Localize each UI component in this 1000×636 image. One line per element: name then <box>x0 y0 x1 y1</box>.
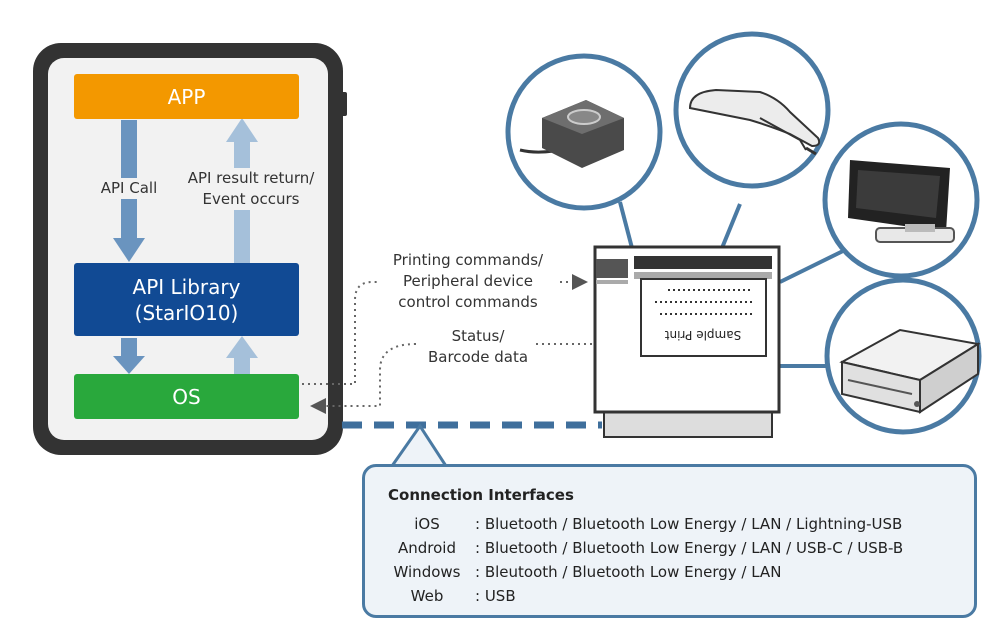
platform-name: Windows <box>393 563 461 581</box>
connection-interfaces-title: Connection Interfaces <box>388 486 574 504</box>
platform-name: Android <box>398 539 456 557</box>
receipt-sample-text: Sample Print <box>664 328 742 342</box>
platform-name: iOS <box>414 515 440 533</box>
ble-button-icon <box>505 53 663 211</box>
connection-interfaces-panel <box>362 464 977 618</box>
api-call-label: API Call <box>84 178 174 199</box>
callout-pointer <box>389 423 449 468</box>
api-library-label: API Library <box>132 274 241 299</box>
platform-interfaces: : Bleutooth / Bluetooth Low Energy / LAN <box>475 563 782 581</box>
os-label: OS <box>172 384 201 409</box>
platform-interfaces: : Bluetooth / Bluetooth Low Energy / LAN… <box>475 515 903 533</box>
api-result-label: API result return/ Event occurs <box>176 168 326 210</box>
printing-commands-label: Printing commands/ Peripheral device con… <box>392 251 544 311</box>
app-label: APP <box>167 84 206 109</box>
api-library-sublabel: (StarIO10) <box>134 300 239 325</box>
cash-drawer-icon <box>824 277 982 435</box>
platform-interfaces: : Bluetooth / Bluetooth Low Energy / LAN… <box>475 539 904 557</box>
platform-interfaces: : USB <box>475 587 516 605</box>
tablet-device <box>33 43 347 455</box>
receipt-printer-icon <box>593 245 781 438</box>
barcode-scanner-icon <box>673 31 831 189</box>
app-box: APP <box>74 74 299 119</box>
customer-display-icon <box>822 121 980 279</box>
platform-name: Web <box>410 587 444 605</box>
status-label: Status/ Barcode data <box>427 327 529 366</box>
os-box: OS <box>74 374 299 419</box>
api-library-box: API Library (StarIO10) <box>74 263 299 336</box>
